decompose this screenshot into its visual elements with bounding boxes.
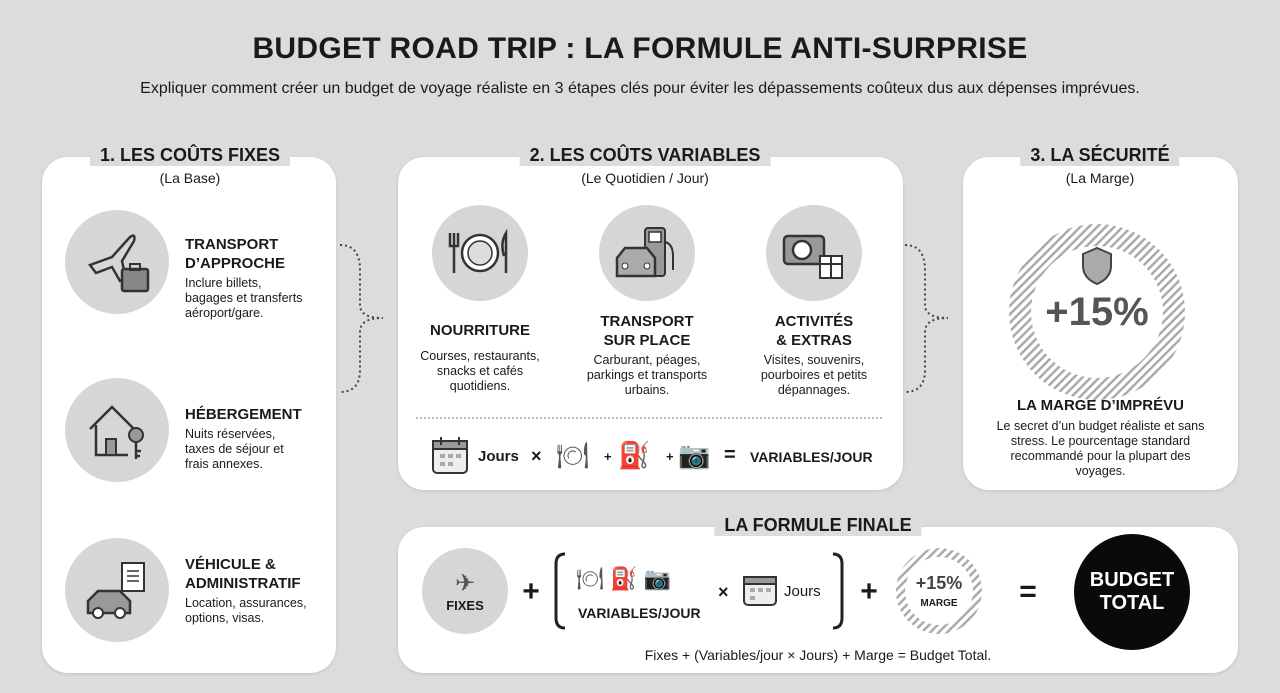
equals-sign: = xyxy=(1019,575,1037,608)
formula-caption: Fixes + (Variables/jour × Jours) + Marge… xyxy=(644,647,992,663)
camera-gift-icon xyxy=(766,205,862,301)
item-title: HÉBERGEMENT xyxy=(185,406,302,423)
car-fuel-icon xyxy=(599,205,695,301)
page-subtitle: Expliquer comment créer un budget de voy… xyxy=(140,80,1140,97)
plane-suitcase-icon: ✈ xyxy=(454,570,476,597)
margin-ring xyxy=(1009,224,1185,400)
plane-suitcase-icon xyxy=(65,210,169,314)
variables-per-day-label: VARIABLES/JOUR xyxy=(750,449,873,465)
safety-title: 3. LA SÉCURITÉ xyxy=(1020,145,1180,166)
calendar-icon xyxy=(743,576,777,606)
fixed-costs-title: 1. LES COÛTS FIXES xyxy=(89,145,291,166)
fixed-costs-subtitle: (La Base) xyxy=(159,170,221,186)
camera-gift-icon: 📷 xyxy=(678,440,711,470)
final-formula-title: LA FORMULE FINALE xyxy=(714,515,922,536)
car-document-icon xyxy=(65,538,169,642)
safety-subtitle: (La Marge) xyxy=(1065,170,1135,186)
divider xyxy=(416,417,882,419)
variable-icons: 🍽 ⛽ 📷 xyxy=(576,566,671,591)
variable-costs-title: 2. LES COÛTS VARIABLES xyxy=(519,145,771,166)
item-title: D’APPROCHE xyxy=(185,255,286,272)
shield-icon xyxy=(1082,246,1112,286)
margin-heading: LA MARGE D’IMPRÉVU xyxy=(1017,397,1184,414)
margin-percent: +15% xyxy=(1045,290,1149,334)
plate-cutlery-icon xyxy=(432,205,528,301)
plus-sign: + xyxy=(604,449,612,464)
days-label: Jours xyxy=(784,583,821,600)
times-sign: × xyxy=(718,582,729,602)
plus-sign: + xyxy=(860,575,878,608)
item-title: NOURRITURE xyxy=(430,322,530,339)
variables-per-day-label: VARIABLES/JOUR xyxy=(578,605,701,621)
margin-ring xyxy=(896,548,982,634)
brace-connector xyxy=(904,244,949,393)
page-title: BUDGET ROAD TRIP : LA FORMULE ANTI-SURPR… xyxy=(252,32,1028,65)
brace-connector xyxy=(339,244,384,393)
item-title: ADMINISTRATIF xyxy=(185,575,301,592)
car-fuel-icon: ⛽ xyxy=(618,440,651,470)
item-title: & EXTRAS xyxy=(776,332,852,349)
item-title: TRANSPORT xyxy=(600,313,694,330)
item-title: TRANSPORT xyxy=(185,236,279,253)
house-key-icon xyxy=(65,378,169,482)
bracket xyxy=(554,552,844,630)
plate-cutlery-icon: 🍽 xyxy=(556,440,590,470)
days-label: Jours xyxy=(478,448,519,465)
plus-sign: + xyxy=(666,449,674,464)
margin-percent: +15% xyxy=(915,573,963,593)
item-title: VÉHICULE & xyxy=(185,556,276,573)
times-sign: × xyxy=(531,446,542,466)
calendar-icon xyxy=(432,437,468,474)
plus-sign: + xyxy=(522,575,540,608)
variable-costs-subtitle: (Le Quotidien / Jour) xyxy=(581,170,709,186)
item-title: ACTIVITÉS xyxy=(774,313,854,330)
item-desc: Location, assurances,options, visas. xyxy=(185,596,307,625)
fixes-circle: ✈ FIXES xyxy=(422,548,508,634)
equals-sign: = xyxy=(724,444,736,466)
item-title: SUR PLACE xyxy=(603,332,691,349)
margin-label: MARGE xyxy=(920,598,958,609)
